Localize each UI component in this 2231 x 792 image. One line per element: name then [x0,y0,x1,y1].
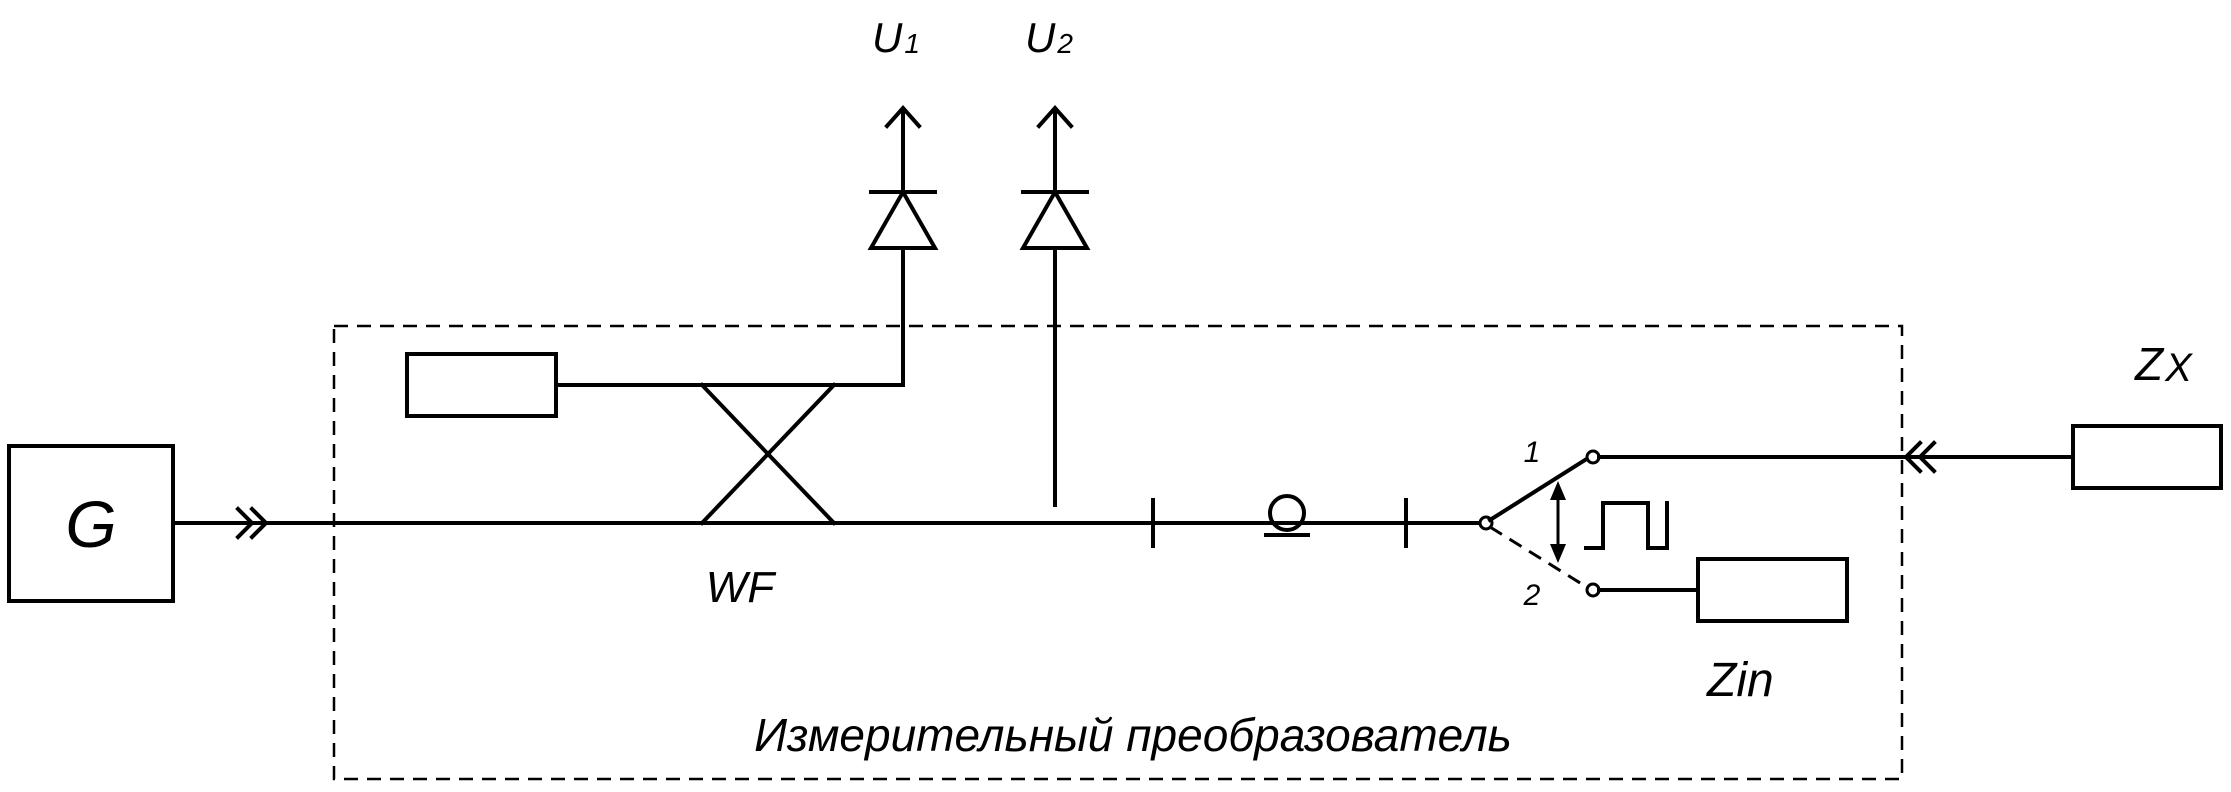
output-1-label: U1 [872,14,920,61]
switch-position-1-label: 1 [1524,436,1541,469]
switch-position-2-label: 2 [1523,579,1541,612]
coax-connector-right [1903,440,1923,474]
enclosure-label: Измерительный преобразователь [754,709,1512,761]
load-x-block [2071,424,2223,490]
output-1-arrow-icon [884,104,922,129]
switch-actuator-arrow-down-icon [1550,544,1566,563]
load-in-block [1696,557,1849,623]
output-2-label: U2 [1025,14,1073,61]
detector-1-diode [867,187,939,250]
coax-connector-right-2 [1917,440,1937,474]
rotary-joint-icon [1268,494,1306,532]
load-in-label: Zin [1706,654,1774,707]
generator-label: G [65,487,116,561]
load-x-label: ZX [2134,338,2193,390]
coupler-diagonal-b [699,382,837,526]
coupler-termination-block [405,352,558,418]
switch-blade-position-2 [1489,525,1586,588]
converter-enclosure [332,324,1904,781]
coax-connector-left [235,506,255,540]
coupler-label: WF [706,563,777,612]
output-2-arrow-icon [1036,104,1074,129]
switch-blade-position-1 [1487,457,1588,523]
detector-2-diode [1019,187,1091,250]
switch-actuator-arrow-up-icon [1550,481,1566,500]
control-pulse-waveform-icon [1584,501,1669,550]
